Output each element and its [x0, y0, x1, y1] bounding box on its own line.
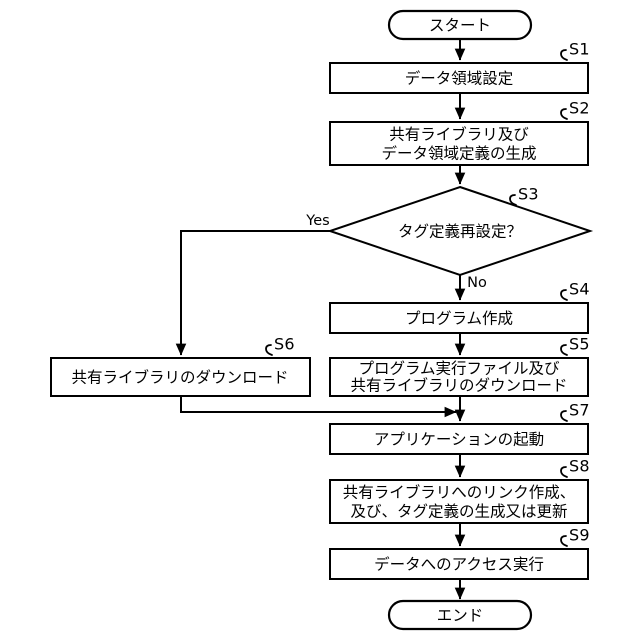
s6-callout-hook-icon [265, 344, 273, 356]
end-terminator-label: エンド [437, 607, 484, 625]
s9-callout-hook-icon [560, 535, 568, 547]
node-end: エンド [387, 599, 533, 631]
start-terminator-label: スタート [429, 17, 491, 35]
s9-label-line-1: データへのアクセス実行 [374, 555, 544, 574]
s2-step-label: S2 [569, 99, 590, 118]
s3-step-label: S3 [518, 185, 539, 204]
end-terminator-shape [387, 599, 533, 631]
branch-label-no: No [467, 275, 487, 291]
callout-s2: S2 [560, 99, 590, 120]
node-s3-decision: タグ定義再設定？ [326, 185, 594, 277]
callout-s6: S6 [265, 335, 295, 356]
s1-step-label: S1 [569, 40, 590, 59]
s7-box-shape [329, 423, 589, 455]
s7-step-label: S7 [569, 401, 590, 420]
node-s6: 共有ライブラリのダウンロード [50, 357, 311, 397]
s8-label-line-1: 共有ライブラリへのリンク作成、 [343, 483, 576, 502]
s7-callout-hook-icon [560, 410, 568, 422]
s6-box-shape [50, 357, 311, 397]
callout-s5: S5 [560, 335, 590, 356]
callout-s1: S1 [560, 40, 590, 61]
s5-step-label: S5 [569, 335, 590, 354]
callout-s8: S8 [560, 457, 590, 478]
s1-callout-hook-icon [560, 49, 568, 61]
node-s7: アプリケーションの起動 [329, 423, 589, 455]
s4-callout-hook-icon [560, 289, 568, 301]
s9-box-shape [329, 548, 589, 580]
s1-box-shape [329, 62, 589, 94]
s6-label-line-1: 共有ライブラリのダウンロード [71, 368, 288, 387]
node-s8: 共有ライブラリへのリンク作成、 及び、タグ定義の生成又は更新 [329, 479, 589, 524]
branch-label-yes: Yes [305, 213, 329, 229]
s7-label-line-1: アプリケーションの起動 [374, 431, 544, 449]
s8-step-label: S8 [569, 457, 590, 476]
s3-decision-label: タグ定義再設定？ [398, 223, 522, 241]
s8-callout-hook-icon [560, 466, 568, 478]
s2-callout-hook-icon [560, 108, 568, 120]
node-start: スタート [387, 9, 533, 41]
connector-s3-yes-to-s6 [175, 230, 330, 356]
s2-label-line-1: 共有ライブラリ及び [389, 125, 529, 144]
s5-label-line-2: 共有ライブラリのダウンロード [350, 376, 567, 395]
callout-s9: S9 [560, 526, 590, 547]
node-s1: データ領域設定 [329, 62, 589, 94]
node-s4: プログラム作成 [329, 302, 589, 334]
s9-step-label: S9 [569, 526, 590, 545]
callout-s3: S3 [509, 185, 539, 206]
s4-label-line-1: プログラム作成 [405, 310, 513, 328]
s1-label-line-1: データ領域設定 [405, 69, 514, 88]
s3-callout-hook-icon [509, 194, 517, 206]
s8-label-line-2: 及び、タグ定義の生成又は更新 [350, 503, 567, 521]
node-s9: データへのアクセス実行 [329, 548, 589, 580]
s5-label-line-1: プログラム実行ファイル及び [358, 360, 560, 378]
s8-box-shape [329, 479, 589, 524]
s2-label-line-2: データ領域定義の生成 [381, 144, 536, 163]
s4-step-label: S4 [569, 280, 590, 299]
s4-box-shape [329, 302, 589, 334]
connector-s6-to-merge [180, 396, 457, 418]
s5-callout-hook-icon [560, 344, 568, 356]
callout-s4: S4 [560, 280, 590, 301]
callout-s7: S7 [560, 401, 590, 422]
s6-step-label: S6 [274, 335, 295, 354]
node-s5: プログラム実行ファイル及び 共有ライブラリのダウンロード [329, 357, 589, 397]
node-s2: 共有ライブラリ及び データ領域定義の生成 [329, 121, 589, 166]
